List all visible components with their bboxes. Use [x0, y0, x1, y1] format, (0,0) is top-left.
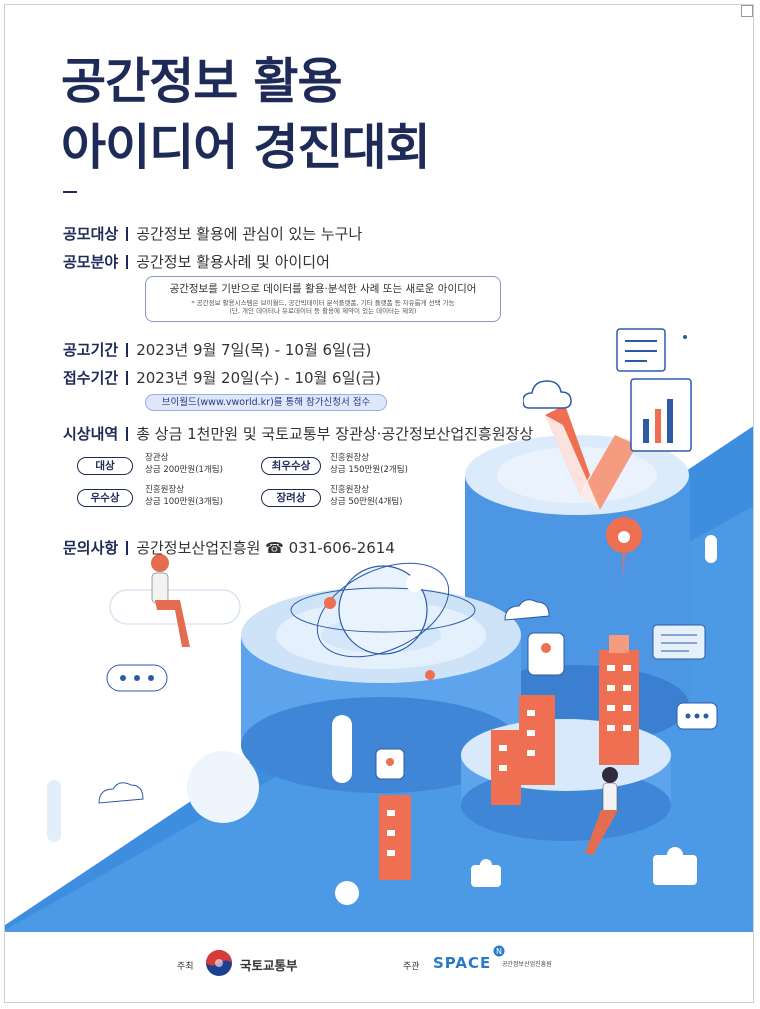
pill-column [705, 535, 717, 563]
award-desc-merit: 진흥원장상 상금 100만원(3개팀) [145, 484, 223, 508]
government-emblem-icon [206, 950, 232, 976]
globe [290, 562, 476, 680]
field-detail-box: 공간정보를 기반으로 데이터를 활용·분석한 사례 또는 새로운 아이디어 * … [145, 276, 501, 322]
info-target-value: 공간정보 활용에 관심이 있는 누구나 [136, 225, 363, 243]
info-awards-label: 시상내역 [63, 425, 119, 443]
woman-standing-right [585, 767, 618, 855]
footer: 주최 국토교통부 주관 SPACE N 공간정보산업진흥원 [5, 932, 753, 1002]
organizer-logo: SPACE [433, 954, 492, 972]
field-detail-main: 공간정보를 기반으로 데이터를 활용·분석한 사례 또는 새로운 아이디어 [169, 283, 477, 295]
info-target: 공모대상 공간정보 활용에 관심이 있는 누구나 [63, 223, 362, 244]
info-awards-value: 총 상금 1천만원 및 국토교통부 장관상·공간정보산업진흥원장상 [136, 425, 534, 443]
buildings [379, 635, 639, 880]
info-field-label: 공모분야 [63, 253, 119, 271]
award-badge-merit: 우수상 [77, 489, 133, 507]
info-contact: 문의사항 공간정보산업진흥원 ☎ 031-606-2614 [63, 537, 395, 558]
map-pin-icon [375, 748, 405, 780]
info-notice-label: 공고기간 [63, 341, 119, 359]
organizer-label: 주관 [403, 962, 420, 972]
info-field: 공모분야 공간정보 활용사례 및 아이디어 [63, 251, 330, 272]
info-notice-value: 2023년 9월 7일(목) - 10월 6일(금) [136, 341, 372, 359]
award-badge-encouragement: 장려상 [261, 489, 321, 507]
award-desc-grand: 장관상 상금 200만원(1개팀) [145, 452, 223, 476]
sphere-small [335, 881, 359, 905]
v-letter-sculpture [545, 405, 637, 510]
field-detail-note1: * 공간정보 활용시스템은 브이월드, 공간빅데이터 분석플랫폼, 기타 플랫폼… [191, 299, 455, 307]
corner-marker [741, 5, 753, 17]
poster: 공간정보 활용 아이디어 경진대회 공모대상 공간정보 활용에 관심이 있는 누구… [4, 4, 754, 1003]
puzzle-icon [653, 847, 697, 885]
info-awards: 시상내역 총 상금 1천만원 및 국토교통부 장관상·공간정보산업진흥원장상 [63, 423, 533, 444]
logo-n-badge-icon: N [493, 945, 505, 957]
woman-sitting-left [151, 554, 190, 647]
info-contact-value: 공간정보산업진흥원 ☎ 031-606-2614 [136, 539, 395, 557]
sphere-large [187, 751, 259, 823]
award-badge-grand: 대상 [77, 457, 133, 475]
map-pin-icon [606, 517, 643, 581]
pill-column [47, 780, 61, 842]
puzzle-icon [471, 859, 501, 887]
host-org: 국토교통부 [240, 958, 298, 973]
info-receipt-label: 접수기간 [63, 369, 119, 387]
message-card-icon [652, 624, 706, 660]
award-desc-encouragement: 진흥원장상 상금 50만원(4개팀) [330, 484, 402, 508]
field-detail-note2: (단, 개인 데이터나 유료데이터 등 활용에 제약이 있는 데이터는 제외) [229, 307, 417, 316]
title-dash [63, 191, 77, 193]
info-receipt-value: 2023년 9월 20일(수) - 10월 6일(금) [136, 369, 381, 387]
page-title-line1: 공간정보 활용 [61, 53, 343, 110]
map-pin-icon [527, 632, 565, 676]
organizer-org: 공간정보산업진흥원 [502, 961, 552, 968]
sphere-small [406, 574, 424, 592]
info-notice-period: 공고기간 2023년 9월 7일(목) - 10월 6일(금) [63, 339, 371, 360]
award-desc-excellence: 진흥원장상 상금 150만원(2개팀) [330, 452, 408, 476]
page-title-line2: 아이디어 경진대회 [61, 119, 431, 176]
award-giver: 장관상 [145, 453, 169, 463]
award-giver: 진흥원장상 [145, 485, 185, 495]
host-label: 주최 [177, 962, 194, 972]
info-receipt-period: 접수기간 2023년 9월 20일(수) - 10월 6일(금) [63, 367, 381, 388]
award-prize: 상금 50만원(4개팀) [330, 497, 403, 507]
cloud-icon [523, 380, 572, 409]
award-prize: 상금 150만원(2개팀) [330, 465, 408, 475]
receipt-method-pill: 브이월드(www.vworld.kr)를 통해 참가신청서 접수 [145, 394, 387, 411]
info-target-label: 공모대상 [63, 225, 119, 243]
svg-text:N: N [496, 947, 502, 956]
award-giver: 진흥원장상 [330, 485, 370, 495]
award-badge-excellence: 최우수상 [261, 457, 321, 475]
award-prize: 상금 200만원(1개팀) [145, 465, 223, 475]
pill-column [332, 715, 352, 783]
award-giver: 진흥원장상 [330, 453, 370, 463]
document-chart-icon [616, 328, 692, 452]
cloud-icon [504, 599, 550, 621]
info-field-value: 공간정보 활용사례 및 아이디어 [136, 253, 330, 271]
award-prize: 상금 100만원(3개팀) [145, 497, 223, 507]
isometric-illustration [5, 405, 753, 935]
cloud-icon [98, 782, 144, 804]
info-contact-label: 문의사항 [63, 539, 119, 557]
